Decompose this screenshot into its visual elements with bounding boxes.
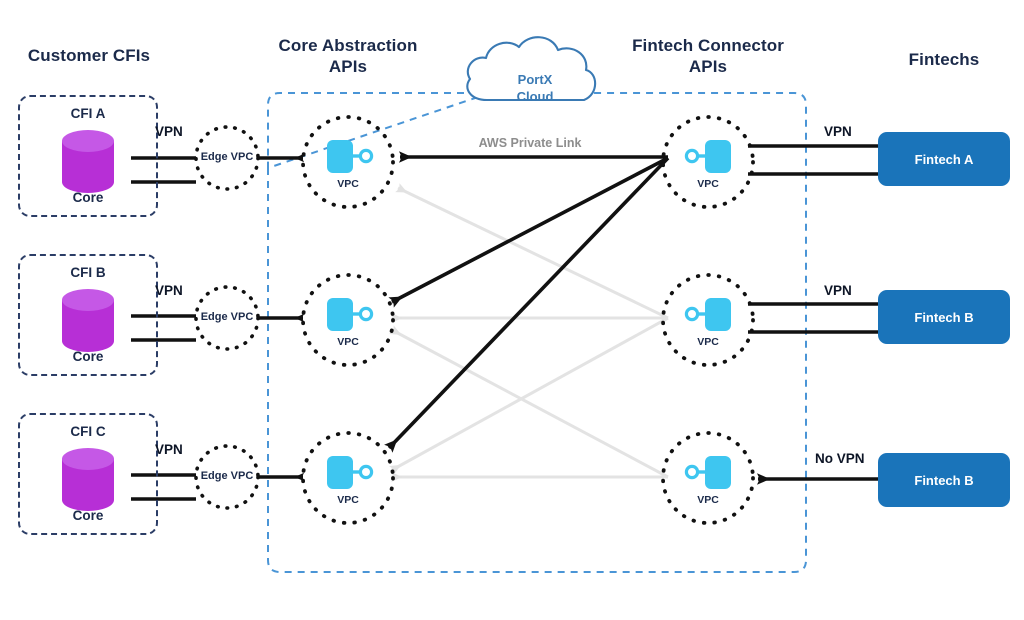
- edge-vpc-label-b: Edge VPC: [200, 311, 254, 323]
- vpc-icon-connector-b: [684, 298, 731, 331]
- column-title-fintechs-text: Fintechs: [908, 50, 980, 69]
- vpn-label-right-a: VPN: [824, 124, 852, 139]
- portx-cloud-label: PortX Cloud: [487, 72, 583, 106]
- arrow-inactive-b-to-core-c: [389, 316, 669, 475]
- vpc-icon-connector-a: [684, 140, 731, 173]
- core-vpc-circle-b: [301, 273, 395, 367]
- column-title-core-abstraction: Core Abstraction APIs: [252, 36, 444, 77]
- connector-vpc-label-c: VPC: [697, 494, 719, 506]
- vpc-icon-core-c: [327, 456, 374, 489]
- portx-cloud-line2: Cloud: [516, 88, 554, 104]
- vpn-label-left-c: VPN: [155, 442, 183, 457]
- row-b-fintech-rails: [748, 302, 878, 334]
- core-label-a: Core: [72, 190, 104, 205]
- column-title-customer-cfis: Customer CFIs: [0, 46, 178, 67]
- fintech-box-c[interactable]: Fintech B: [878, 453, 1010, 507]
- row-b-vpn-rails: [131, 314, 196, 342]
- arrow-active-a-to-core-c: [384, 156, 670, 453]
- column-title-core-abstraction-line1: Core Abstraction: [278, 36, 418, 55]
- core-vpc-label-a: VPC: [337, 178, 359, 190]
- fintech-label-a: Fintech A: [914, 151, 974, 167]
- fintech-label-b: Fintech B: [914, 309, 974, 325]
- core-db-cylinder-c: [62, 448, 114, 511]
- arrow-inactive-b-to-core-a: [395, 183, 669, 320]
- column-title-customer-cfis-text: Customer CFIs: [27, 46, 151, 65]
- core-vpc-label-c: VPC: [337, 494, 359, 506]
- edge-vpc-label-c: Edge VPC: [200, 470, 254, 482]
- cfi-label-a: CFI A: [70, 106, 106, 121]
- column-title-fintechs: Fintechs: [858, 50, 1024, 71]
- core-label-c: Core: [72, 508, 104, 523]
- connector-vpc-circle-b: [661, 273, 755, 367]
- cfi-label-b: CFI B: [70, 265, 106, 280]
- vpn-label-right-b: VPN: [824, 283, 852, 298]
- core-db-cylinder-b: [62, 289, 114, 352]
- connector-vpc-label-b: VPC: [697, 336, 719, 348]
- vpn-label-right-c: No VPN: [815, 451, 865, 466]
- edge-vpc-circle-c: [194, 444, 260, 510]
- vpc-icon-connector-c: [684, 456, 731, 489]
- portx-cloud-shape: [466, 36, 597, 102]
- column-title-fintech-connector: Fintech Connector APIs: [608, 36, 808, 77]
- edge-vpc-circle-a: [194, 125, 260, 191]
- fintech-label-c: Fintech B: [914, 472, 974, 488]
- portx-cloud-line1: PortX: [517, 72, 553, 87]
- edge-vpc-circle-b: [194, 285, 260, 351]
- aws-private-link-label: AWS Private Link: [478, 136, 582, 150]
- vpn-label-left-b: VPN: [155, 283, 183, 298]
- fintech-box-b[interactable]: Fintech B: [878, 290, 1010, 344]
- core-vpc-label-b: VPC: [337, 336, 359, 348]
- connector-vpc-circle-a: [661, 115, 755, 209]
- cfi-box-b[interactable]: CFI B Core: [18, 254, 158, 376]
- row-a-fintech-rails: [748, 144, 878, 176]
- vpn-label-left-a: VPN: [155, 124, 183, 139]
- row-c-vpn-rails: [131, 473, 196, 501]
- core-vpc-circle-a: [301, 115, 395, 209]
- core-label-b: Core: [72, 349, 104, 364]
- vpc-icon-core-b: [327, 298, 374, 331]
- connector-vpc-circle-c: [661, 431, 755, 525]
- row-a-vpn-rails: [131, 156, 196, 184]
- cfi-label-c: CFI C: [70, 424, 106, 439]
- column-title-fintech-connector-line2: APIs: [688, 56, 728, 76]
- column-title-fintech-connector-line1: Fintech Connector: [632, 36, 784, 55]
- cfi-box-a[interactable]: CFI A Core: [18, 95, 158, 217]
- edge-vpc-label-a: Edge VPC: [200, 151, 254, 163]
- column-title-core-abstraction-line2: APIs: [328, 56, 368, 76]
- core-vpc-circle-c: [301, 431, 395, 525]
- arrow-inactive-c-to-core-b: [389, 325, 669, 479]
- connector-vpc-label-a: VPC: [697, 178, 719, 190]
- arrow-active-a-to-core-b: [388, 156, 669, 308]
- fintech-box-a[interactable]: Fintech A: [878, 132, 1010, 186]
- vpc-icon-core-a: [327, 140, 374, 173]
- portx-cloud-boundary: [267, 92, 807, 573]
- core-db-cylinder-a: [62, 130, 114, 193]
- cfi-box-c[interactable]: CFI C Core: [18, 413, 158, 535]
